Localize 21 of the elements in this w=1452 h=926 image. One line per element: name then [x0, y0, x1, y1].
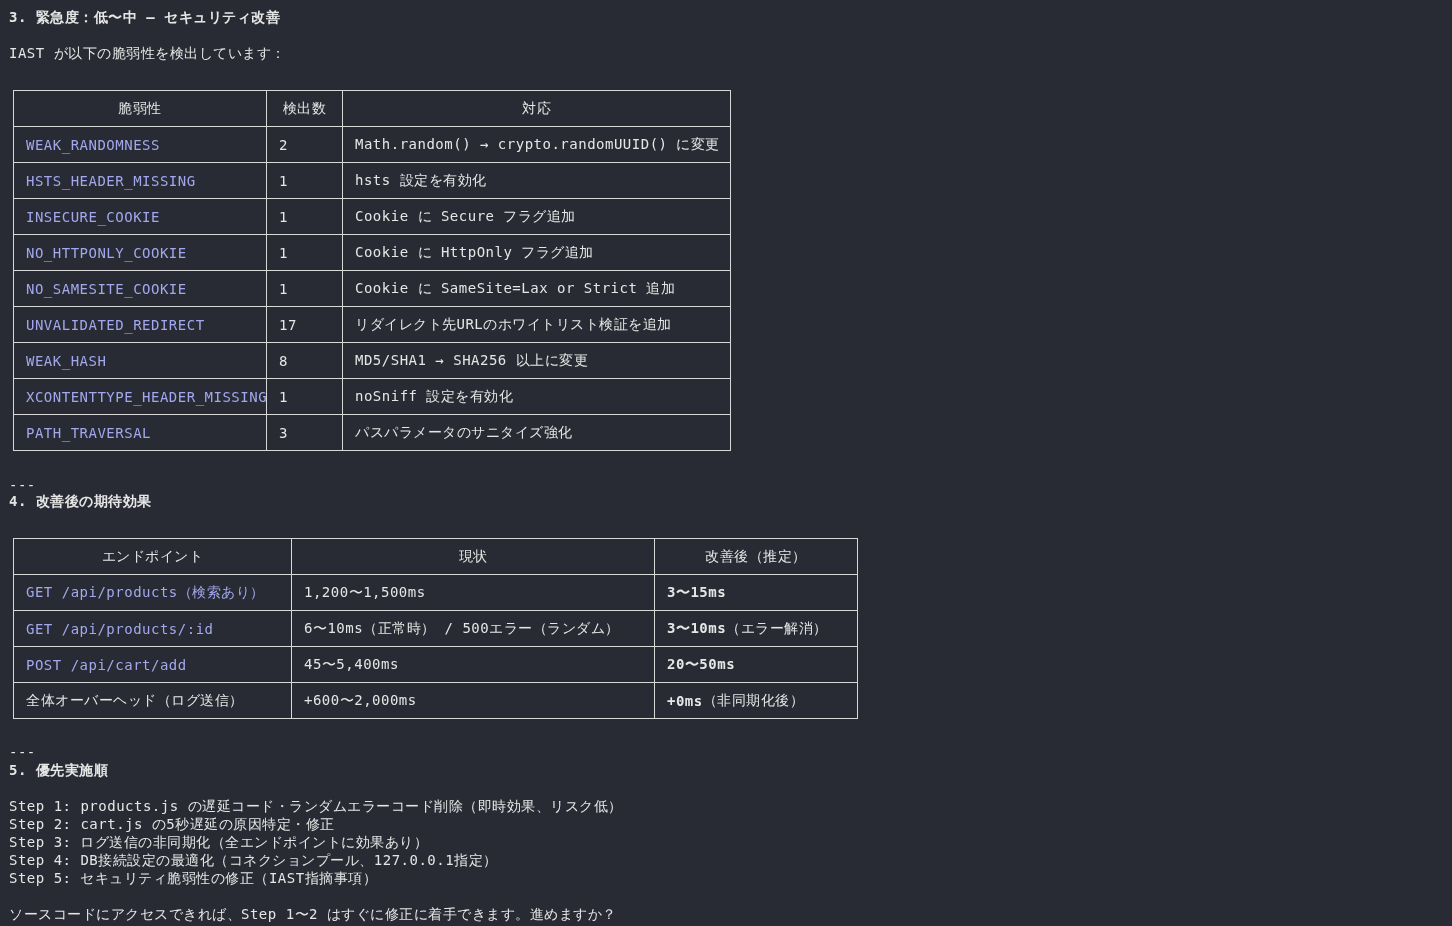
step-text: Step 3: ログ送信の非同期化（全エンドポイントに効果あり） [9, 833, 429, 851]
separator-text: --- [9, 476, 36, 494]
section-heading: 3. 緊急度：低〜中 – セキュリティ改善 [9, 8, 281, 26]
table-header-cell: 対応 [342, 90, 731, 127]
table-cell: 全体オーバーヘッド（ログ送信） [13, 682, 292, 719]
section-heading: 4. 改善後の期待効果 [9, 492, 152, 510]
table-header-cell: 改善後（推定） [654, 538, 858, 575]
question-text: ソースコードにアクセスできれば、Step 1〜2 はすぐに修正に着手できます。進めますか？ [9, 905, 617, 923]
table-cell: XCONTENTTYPE_HEADER_MISSING [13, 378, 267, 415]
step-text: Step 2: cart.js の5秒遅延の原因特定・修正 [9, 815, 335, 833]
step-text: Step 5: セキュリティ脆弱性の修正（IAST指摘事項） [9, 869, 378, 887]
table-header-cell: エンドポイント [13, 538, 292, 575]
table-cell: PATH_TRAVERSAL [13, 414, 267, 451]
table-header-cell: 脆弱性 [13, 90, 267, 127]
step-text: Step 1: products.js の遅延コード・ランダムエラーコード削除（即時効果、リスク低） [9, 797, 623, 815]
step-text: Step 4: DB接続設定の最適化（コネクションプール、127.0.0.1指定） [9, 851, 498, 869]
table-cell: パスパラメータのサニタイズ強化 [342, 414, 731, 451]
separator-text: --- [9, 743, 36, 761]
table-cell: +0ms（非同期化後） [654, 682, 858, 719]
section-heading: 5. 優先実施順 [9, 761, 109, 779]
intro-text: IAST が以下の脆弱性を検出しています： [9, 44, 286, 62]
